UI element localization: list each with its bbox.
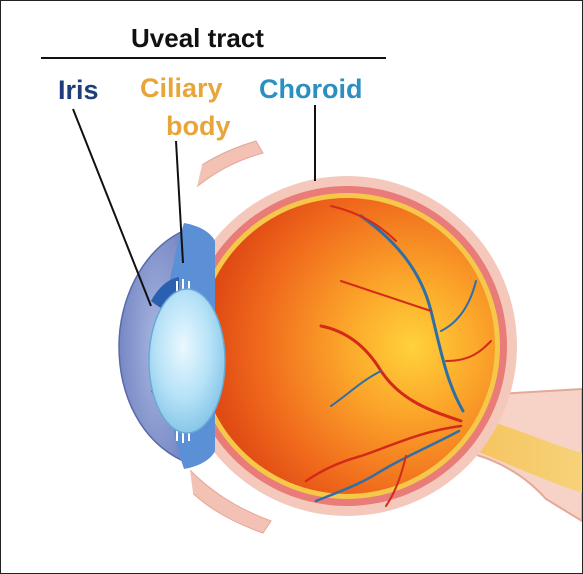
iris-label: Iris [58,77,99,104]
iris-leader-line [73,109,151,306]
vitreous-body [199,198,495,494]
ciliary-body-label-line2: body [166,113,231,140]
lens [149,289,225,433]
diagram-title: Uveal tract [131,25,264,51]
choroid-label: Choroid [259,76,362,103]
ciliary-body-label-line1: Ciliary [140,75,223,102]
